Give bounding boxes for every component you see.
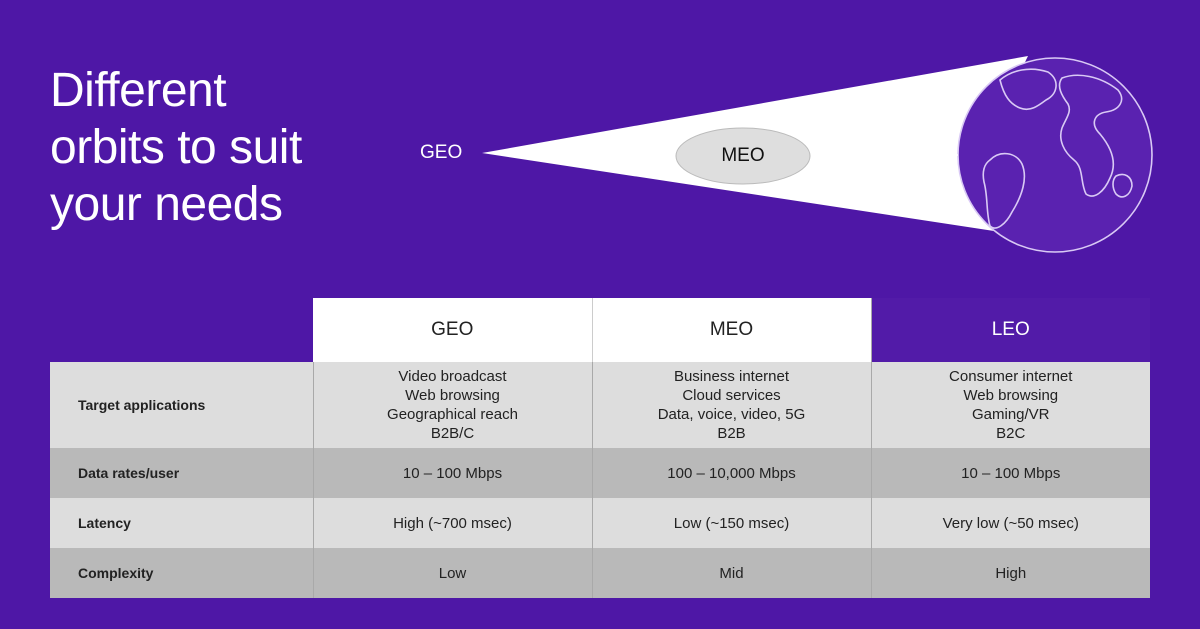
cell-line: B2C xyxy=(996,425,1026,442)
cell-meo-complexity: Mid xyxy=(592,548,872,598)
geo-label: GEO xyxy=(420,142,463,163)
cell-line: Geographical reach xyxy=(387,406,518,423)
cell-line: Web browsing xyxy=(405,387,500,404)
cell-geo-data-rates: 10 – 100 Mbps xyxy=(313,448,593,498)
cell-geo-latency: High (~700 msec) xyxy=(313,498,593,548)
table-row-data-rates: Data rates/user 10 – 100 Mbps 100 – 10,0… xyxy=(50,448,1150,498)
header-leo: LEO xyxy=(870,298,1150,362)
cell-line: Video broadcast xyxy=(398,368,507,385)
cell-line: Data, voice, video, 5G xyxy=(657,406,806,423)
header-empty-cell xyxy=(50,298,313,362)
row-label: Complexity xyxy=(50,548,314,598)
cell-line: Gaming/VR xyxy=(971,406,1050,423)
cell-meo-latency: Low (~150 msec) xyxy=(592,498,872,548)
meo-label: MEO xyxy=(721,145,765,166)
table-header-row: GEO MEO LEO xyxy=(50,298,1150,362)
cell-line: Web browsing xyxy=(963,387,1059,404)
orbit-comparison-table: GEO MEO LEO Target applications Video br… xyxy=(50,298,1150,598)
leo-label: LEO xyxy=(872,142,911,163)
cell-line: Cloud services xyxy=(682,387,781,404)
row-label: Latency xyxy=(50,498,314,548)
title-line-1: Different xyxy=(50,64,227,117)
row-label: Data rates/user xyxy=(50,448,314,498)
table-row-latency: Latency High (~700 msec) Low (~150 msec)… xyxy=(50,498,1150,548)
header-geo: GEO xyxy=(313,298,593,362)
cell-meo-data-rates: 100 – 10,000 Mbps xyxy=(592,448,872,498)
cell-line: Consumer internet xyxy=(949,368,1073,385)
table-row-target-applications: Target applications Video broadcast Web … xyxy=(50,362,1150,448)
title-line-3: your needs xyxy=(50,178,283,231)
page-title: Different orbits to suit your needs xyxy=(50,62,410,233)
cell-line: Business internet xyxy=(673,368,790,385)
header-meo: MEO xyxy=(592,298,872,362)
cell-leo-data-rates: 10 – 100 Mbps xyxy=(871,448,1150,498)
cell-line: B2B xyxy=(717,425,746,442)
cell-geo-applications: Video broadcast Web browsing Geographica… xyxy=(313,362,593,448)
cell-line: B2B/C xyxy=(430,425,475,442)
cell-leo-latency: Very low (~50 msec) xyxy=(871,498,1150,548)
meo-ellipse xyxy=(675,127,811,185)
earth-globe-icon xyxy=(957,57,1153,253)
orbit-diagram xyxy=(482,56,1153,253)
cell-leo-applications: Consumer internet Web browsing Gaming/VR… xyxy=(871,362,1150,448)
table-row-complexity: Complexity Low Mid High xyxy=(50,548,1150,598)
cell-meo-applications: Business internet Cloud services Data, v… xyxy=(592,362,872,448)
cell-geo-complexity: Low xyxy=(313,548,593,598)
row-label: Target applications xyxy=(50,362,314,448)
title-line-2: orbits to suit xyxy=(50,121,302,174)
cell-leo-complexity: High xyxy=(871,548,1150,598)
